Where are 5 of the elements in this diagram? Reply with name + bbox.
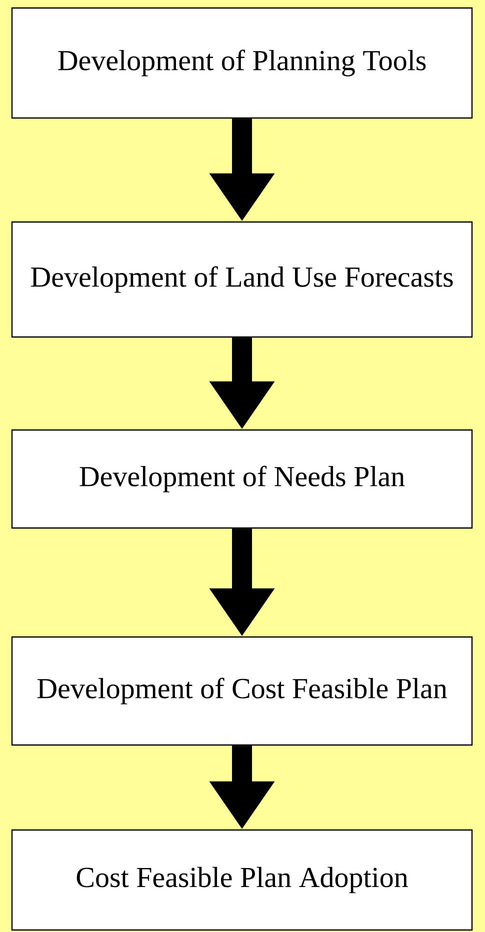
process-box: Development of Land Use Forecasts bbox=[11, 221, 473, 338]
process-box: Development of Needs Plan bbox=[11, 429, 473, 529]
process-box: Development of Planning Tools bbox=[11, 7, 473, 119]
process-box: Development of Cost Feasible Plan bbox=[11, 636, 473, 746]
process-box: Cost Feasible Plan Adoption bbox=[11, 829, 473, 931]
